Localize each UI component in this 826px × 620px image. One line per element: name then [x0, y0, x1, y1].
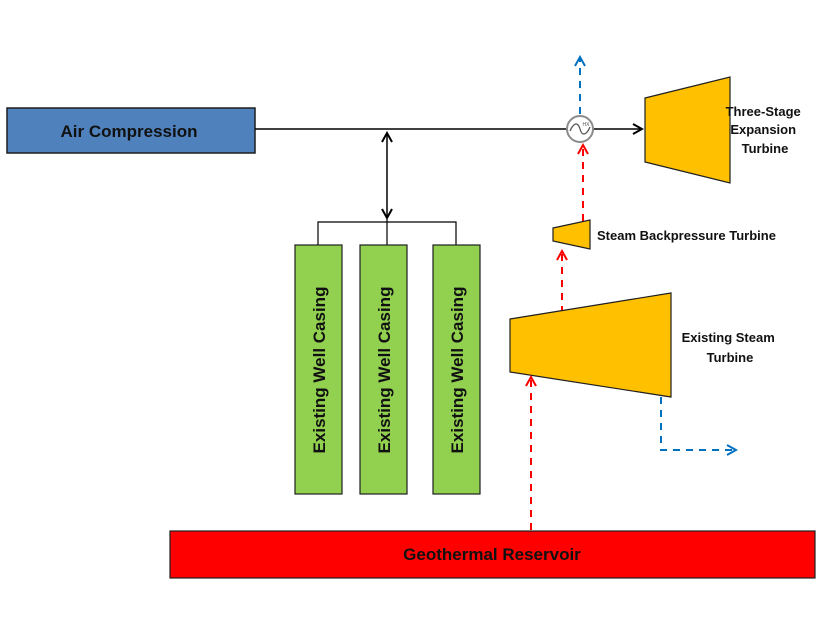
steam-backpressure-turbine-label: Steam Backpressure Turbine — [597, 228, 776, 243]
well-casing-label: Existing Well Casing — [310, 287, 329, 454]
existing-steam-turbine-label: Existing Steam Turbine — [682, 330, 779, 365]
heat-exchanger: HX — [566, 115, 594, 143]
three-stage-turbine-label: Three-Stage Expansion Turbine — [726, 104, 805, 156]
well-casing-2: Existing Well Casing — [359, 244, 408, 495]
geothermal-reservoir-label: Geothermal Reservoir — [403, 545, 581, 564]
geothermal-reservoir-block: Geothermal Reservoir — [169, 530, 816, 579]
well-casing-3: Existing Well Casing — [432, 244, 481, 495]
existing-steam-turbine: Existing Steam Turbine — [509, 292, 779, 398]
well-casing-label: Existing Well Casing — [448, 287, 467, 454]
heat-exchanger-label: HX — [583, 122, 591, 128]
air-compression-block: Air Compression — [6, 107, 256, 154]
air-compression-label: Air Compression — [61, 122, 198, 141]
three-stage-expansion-turbine: Three-Stage Expansion Turbine — [644, 76, 805, 184]
steam-backpressure-turbine: Steam Backpressure Turbine — [552, 219, 776, 250]
well-manifold — [317, 219, 457, 245]
well-casing-label: Existing Well Casing — [375, 287, 394, 454]
well-casing-1: Existing Well Casing — [294, 244, 343, 495]
steam-turbine-exhaust-arrow — [660, 397, 736, 450]
